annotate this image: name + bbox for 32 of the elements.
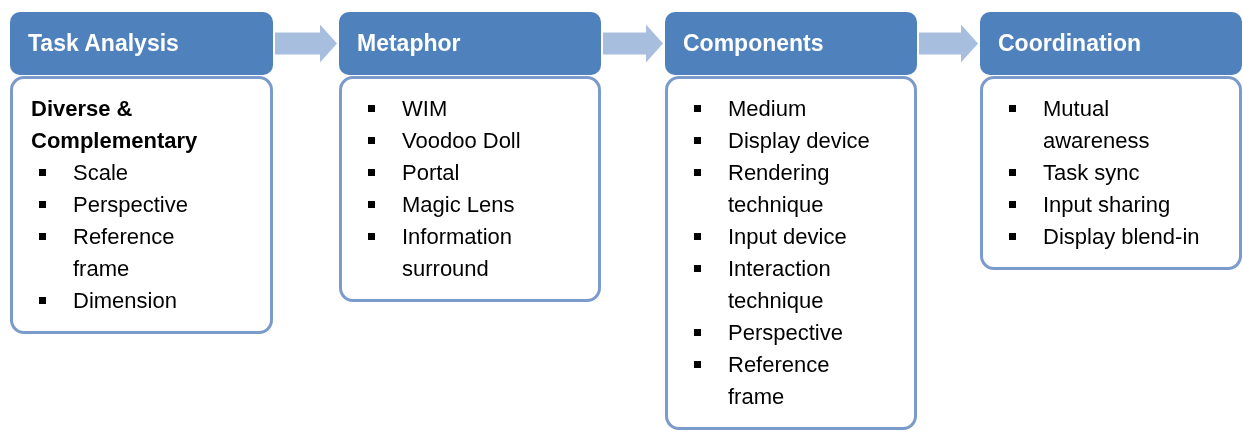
list-item: Portal	[358, 157, 558, 189]
content-panel	[339, 76, 601, 302]
list-item: Display blend-in	[999, 221, 1209, 253]
list-item: Medium	[684, 93, 874, 125]
content-panel	[10, 76, 273, 334]
arrow	[603, 24, 663, 63]
list-item: Reference frame	[29, 221, 230, 285]
step-header: Coordination	[980, 12, 1242, 75]
list-item: Task sync	[999, 157, 1209, 189]
list-item: Perspective	[29, 189, 230, 221]
panel-heading: Diverse & Complementary	[30, 95, 199, 155]
list-item: Rendering technique	[684, 157, 874, 221]
step-header: Components	[665, 12, 917, 75]
list-item: Display device	[684, 125, 874, 157]
list-item: Mutual awareness	[999, 93, 1209, 157]
list-item: Input sharing	[999, 189, 1209, 221]
list-item: Voodoo Doll	[358, 125, 558, 157]
step-header: Task Analysis	[10, 12, 273, 75]
list-item: Reference frame	[684, 349, 874, 413]
list-item: Perspective	[684, 317, 874, 349]
arrow	[275, 24, 337, 63]
arrow	[919, 24, 978, 63]
list-item: Scale	[29, 157, 230, 189]
list-item: Information surround	[358, 221, 558, 285]
list-item: Magic Lens	[358, 189, 558, 221]
list-item: Interaction technique	[684, 253, 874, 317]
list-item: Dimension	[29, 285, 230, 317]
step-header: Metaphor	[339, 12, 601, 75]
list-item: WIM	[358, 93, 558, 125]
content-panel	[980, 76, 1242, 270]
content-panel	[665, 76, 917, 430]
list-item: Input device	[684, 221, 874, 253]
